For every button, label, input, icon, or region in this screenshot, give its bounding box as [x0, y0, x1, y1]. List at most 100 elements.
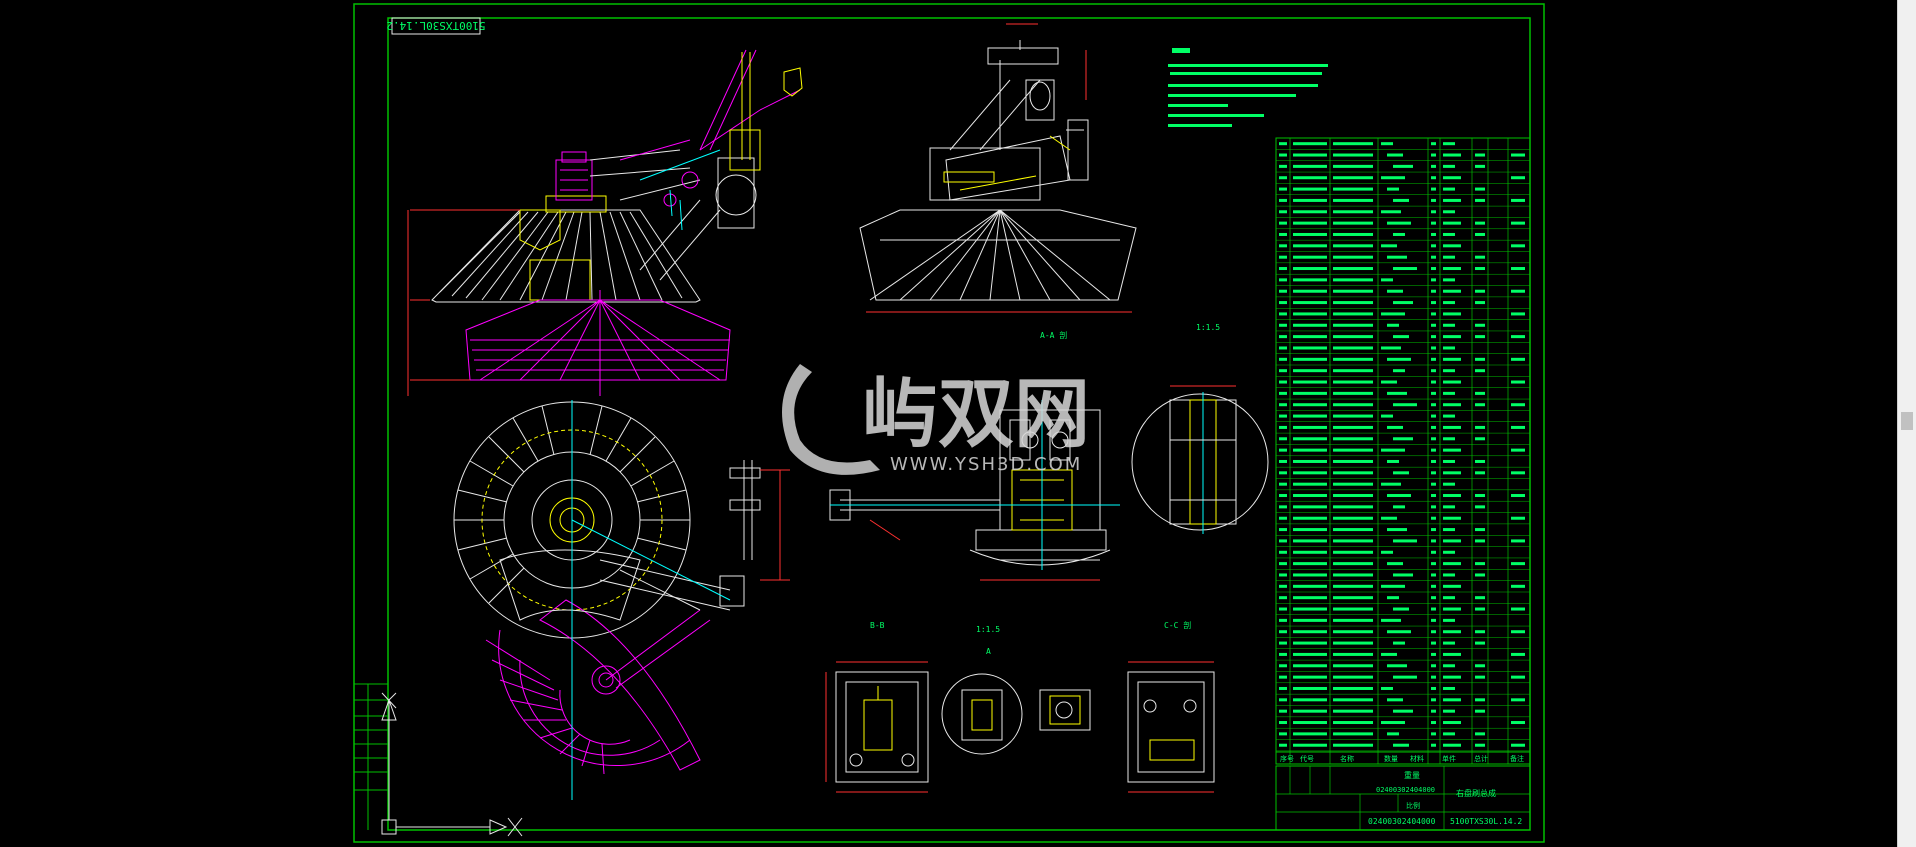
- bom-cell-text: [1431, 573, 1436, 577]
- bom-cell-text: [1443, 686, 1455, 690]
- bom-cell-text: [1431, 437, 1436, 441]
- bom-cell-text: [1443, 267, 1461, 271]
- bom-cell-text: [1381, 482, 1401, 486]
- bom-header-name: 名称: [1340, 754, 1354, 763]
- bom-cell-text: [1443, 607, 1461, 611]
- bom-cell-text: [1475, 664, 1485, 668]
- bom-cell-text: [1387, 255, 1407, 259]
- bom-cell-text: [1431, 641, 1436, 645]
- bom-cell-text: [1333, 255, 1373, 259]
- bom-cell-text: [1381, 244, 1397, 248]
- bom-cell-text: [1475, 573, 1485, 577]
- bom-cell-text: [1293, 267, 1327, 271]
- bom-cell-text: [1431, 289, 1436, 293]
- bom-cell-text: [1475, 232, 1485, 236]
- bom-cell-text: [1443, 482, 1455, 486]
- bom-cell-text: [1381, 312, 1405, 316]
- bom-cell-text: [1393, 369, 1405, 373]
- bom-cell-text: [1443, 732, 1455, 736]
- bom-cell-text: [1443, 312, 1461, 316]
- bom-cell-text: [1333, 244, 1373, 248]
- bom-cell-text: [1293, 232, 1327, 236]
- bom-cell-text: [1293, 732, 1327, 736]
- bom-cell-text: [1293, 437, 1327, 441]
- bom-cell-text: [1393, 539, 1417, 543]
- bom-cell-text: [1443, 573, 1455, 577]
- bom-cell-text: [1381, 618, 1401, 622]
- vertical-scrollbar[interactable]: [1897, 0, 1916, 847]
- bom-cell-text: [1279, 198, 1287, 202]
- bom-cell-text: [1387, 562, 1403, 566]
- bom-cell-text: [1393, 267, 1417, 271]
- bom-cell-text: [1443, 414, 1455, 418]
- bom-cell-text: [1293, 176, 1327, 180]
- bom-cell-text: [1431, 721, 1436, 725]
- bom-cell-text: [1475, 403, 1485, 407]
- bom-cell-text: [1431, 505, 1436, 509]
- bom-cell-text: [1293, 187, 1327, 191]
- bom-cell-text: [1279, 335, 1287, 339]
- bom-cell-text: [1443, 539, 1461, 543]
- title-part-code: 02400302404000: [1376, 786, 1435, 794]
- bom-cell-text: [1431, 516, 1436, 520]
- bom-cell-text: [1333, 664, 1373, 668]
- bom-cell-text: [1381, 346, 1401, 350]
- bom-cell-text: [1293, 550, 1327, 554]
- bom-cell-text: [1475, 323, 1485, 327]
- technical-notes: [1168, 48, 1328, 127]
- section-cc-label: C-C 剖: [1164, 620, 1191, 630]
- bom-cell-text: [1443, 459, 1455, 463]
- title-scale-label: 比例: [1406, 801, 1420, 810]
- bom-cell-text: [1443, 550, 1455, 554]
- bom-cell-text: [1431, 153, 1436, 157]
- bom-cell-text: [1293, 686, 1327, 690]
- bom-cell-text: [1279, 448, 1287, 452]
- bom-cell-text: [1333, 494, 1373, 498]
- bom-header-row: 序号 代号 名称 数量 材料 单件 总计 备注: [1275, 751, 1531, 765]
- bom-cell-text: [1279, 187, 1287, 191]
- outer-frame: [353, 3, 1545, 843]
- bom-cell-text: [1475, 471, 1485, 475]
- bom-cell-text: [1387, 289, 1403, 293]
- bom-cell-text: [1431, 380, 1436, 384]
- bom-cell-text: [1511, 221, 1525, 225]
- bom-cell-text: [1511, 244, 1525, 248]
- bom-cell-text: [1443, 584, 1461, 588]
- bom-cell-text: [1293, 743, 1327, 747]
- bom-cell-text: [1443, 244, 1461, 248]
- bom-cell-text: [1443, 323, 1455, 327]
- bom-cell-text: [1333, 562, 1373, 566]
- bom-header-no: 序号: [1280, 754, 1294, 763]
- bom-cell-text: [1443, 516, 1461, 520]
- bom-cell-text: [1431, 584, 1436, 588]
- bom-cell-text: [1393, 573, 1413, 577]
- bom-cell-text: [1431, 187, 1436, 191]
- bom-cell-text: [1333, 584, 1373, 588]
- bom-cell-text: [1511, 289, 1525, 293]
- bom-cell-text: [1443, 391, 1455, 395]
- bom-cell-text: [1387, 187, 1399, 191]
- bom-cell-text: [1443, 562, 1461, 566]
- bom-cell-text: [1475, 164, 1485, 168]
- ucs-axis-icon[interactable]: [381, 692, 523, 837]
- bom-cell-text: [1511, 198, 1525, 202]
- bom-cell-text: [1293, 301, 1327, 305]
- bom-cell-text: [1393, 505, 1405, 509]
- bom-cell-text: [1475, 732, 1485, 736]
- bom-cell-text: [1475, 425, 1485, 429]
- bom-cell-text: [1431, 630, 1436, 634]
- bom-cell-text: [1293, 482, 1327, 486]
- side-elevation-view: [859, 23, 1137, 313]
- watermark-url: WWW.YSH3D.COM: [890, 454, 1082, 475]
- scrollbar-thumb[interactable]: [1901, 412, 1913, 430]
- bom-cell-text: [1511, 425, 1525, 429]
- bom-cell-text: [1475, 641, 1485, 645]
- bom-cell-text: [1475, 596, 1485, 600]
- bom-cell-text: [1333, 743, 1373, 747]
- bom-cell-text: [1443, 198, 1461, 202]
- bom-cell-text: [1333, 403, 1373, 407]
- bom-cell-text: [1443, 505, 1455, 509]
- bom-cell-text: [1381, 176, 1405, 180]
- bom-cell-text: [1279, 721, 1287, 725]
